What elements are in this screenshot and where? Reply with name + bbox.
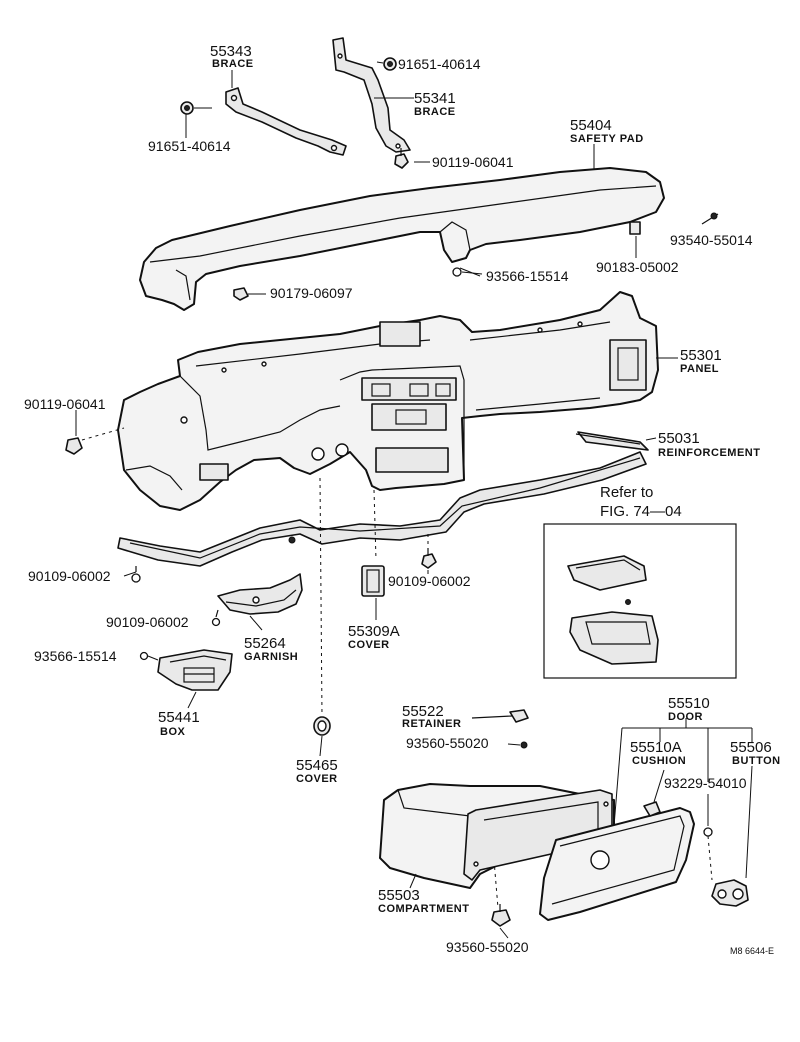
bolt-91651-left	[180, 101, 212, 115]
label-55301-name: PANEL	[680, 363, 719, 375]
label-90179: 90179-06097	[270, 285, 353, 301]
label-55503-name: COMPARTMENT	[378, 903, 469, 915]
label-55465-number: 55465	[296, 757, 338, 774]
screw-93540	[701, 212, 719, 225]
label-90109-mid: 90109-06002	[388, 573, 471, 589]
label-55309a-name: COVER	[348, 639, 390, 651]
label-55441-name: BOX	[160, 726, 186, 738]
brace-55341	[332, 37, 411, 153]
label-93566-top: 93566-15514	[486, 268, 569, 284]
label-55341-number: 55341	[414, 90, 456, 107]
label-55522-number: 55522	[402, 703, 444, 720]
label-55404-number: 55404	[570, 117, 612, 134]
label-55522-name: RETAINER	[402, 718, 461, 730]
cover-55465	[313, 716, 331, 736]
label-90109-left: 90109-06002	[28, 568, 111, 584]
assembly-lines	[319, 477, 713, 909]
label-90119-left: 90119-06041	[24, 396, 106, 412]
safety-pad-55404	[139, 167, 665, 311]
label-55309a-number: 55309A	[348, 623, 400, 640]
bolt-90119-top	[394, 148, 409, 169]
label-55441-number: 55441	[158, 709, 200, 726]
label-90109-garnish: 90109-06002	[106, 614, 189, 630]
label-90183: 90183-05002	[596, 259, 679, 275]
reference-line-2: FIG. 74—04	[600, 503, 682, 520]
label-55031-number: 55031	[658, 430, 700, 447]
bolt-90109-garnish	[211, 609, 221, 627]
label-91651-right: 91651-40614	[398, 56, 481, 72]
label-93560-bottom: 93560-55020	[446, 939, 529, 955]
bolt-90109-mid	[421, 548, 437, 569]
cushion-55510a	[643, 801, 661, 817]
label-55301-number: 55301	[680, 347, 722, 364]
labels: 55343 BRACE 91651-40614 55341 BRACE 9165…	[24, 43, 781, 956]
cover-55309a	[361, 565, 385, 597]
retainer-55522	[471, 709, 529, 723]
garnish-55264	[217, 573, 303, 615]
clip-90183	[629, 221, 641, 235]
label-93229: 93229-54010	[664, 775, 747, 791]
door-55510	[539, 807, 695, 921]
label-55264-number: 55264	[244, 635, 286, 652]
bolt-91651-right	[376, 57, 397, 71]
label-55506-number: 55506	[730, 739, 772, 756]
screw-93229	[703, 827, 713, 837]
label-55404-name: SAFETY PAD	[570, 133, 644, 145]
door-bracket-lines	[613, 718, 753, 879]
clip-93566-left	[139, 651, 149, 661]
label-55503-number: 55503	[378, 887, 420, 904]
instrument-panel-55301	[117, 291, 659, 511]
compartment-55503	[379, 783, 615, 889]
screw-93560-bottom	[491, 904, 511, 927]
reference-line-1: Refer to	[600, 484, 653, 501]
label-55264-name: GARNISH	[244, 651, 298, 663]
box-55441	[157, 649, 233, 691]
reinforcement-55031	[117, 431, 649, 567]
label-55506-name: BUTTON	[732, 755, 781, 767]
label-93566-left: 93566-15514	[34, 648, 117, 664]
leader-lines	[75, 70, 709, 939]
label-55510-name: DOOR	[668, 711, 703, 723]
figure-code: M8 6644-E	[730, 946, 774, 956]
bolt-90109-left	[131, 566, 141, 583]
label-93560-top: 93560-55020	[406, 735, 489, 751]
label-55510a-number: 55510A	[630, 739, 682, 756]
label-55343-number: 55343	[210, 43, 252, 60]
label-55343-name: BRACE	[212, 58, 254, 70]
label-93540: 93540-55014	[670, 232, 753, 248]
reference-box	[543, 523, 737, 679]
button-55506	[711, 879, 749, 907]
label-55510-number: 55510	[668, 695, 710, 712]
label-55510a-name: CUSHION	[632, 755, 686, 767]
clip-90179	[233, 287, 249, 301]
label-55031-name: REINFORCEMENT	[658, 447, 760, 459]
label-55465-name: COVER	[296, 773, 338, 785]
label-55341-name: BRACE	[414, 106, 456, 118]
bolt-90119-left	[65, 427, 125, 455]
screw-93560-top	[520, 741, 528, 749]
label-90119-top: 90119-06041	[432, 154, 514, 170]
label-91651-left: 91651-40614	[148, 138, 231, 154]
brace-55343	[225, 87, 347, 156]
